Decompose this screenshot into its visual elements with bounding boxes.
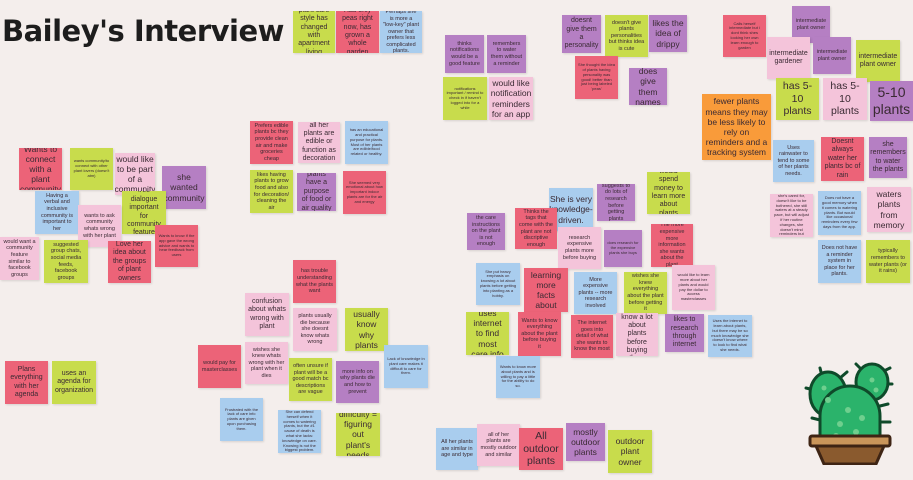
sticky-note[interactable]: should know a lot about plants before bu… xyxy=(616,313,658,356)
sticky-note[interactable]: research expensive plants more before bu… xyxy=(558,227,601,269)
sticky-note[interactable]: Uses rainwater to tend to some of her pl… xyxy=(773,140,814,182)
sticky-note[interactable]: Has only peas right now, has grown a who… xyxy=(336,11,379,53)
potted-cactus-icon xyxy=(804,362,894,465)
sticky-note[interactable]: intermediate plant owner xyxy=(792,6,830,43)
sticky-note[interactable]: likes to research through internet xyxy=(665,314,704,352)
sticky-note[interactable]: Wants to connect with a plant community xyxy=(19,148,62,190)
sticky-note[interactable]: Wants to know more about plants and is w… xyxy=(496,356,540,398)
sticky-note[interactable]: doesnt give them a personality xyxy=(562,15,601,53)
sticky-note[interactable]: remembers to water them without a remind… xyxy=(487,35,526,73)
sticky-note[interactable]: All her plants are similar in age and ty… xyxy=(436,428,478,470)
sticky-note[interactable]: all her plants are edible or function as… xyxy=(298,122,340,163)
sticky-note[interactable]: Wants to know if the app gave the wrong … xyxy=(155,225,198,267)
sticky-note[interactable]: uses an agenda for organization xyxy=(52,361,96,404)
sticky-note[interactable]: would like to be part of a community xyxy=(115,153,155,195)
sticky-note[interactable]: She can defend herself when it comes to … xyxy=(278,410,321,453)
sticky-note[interactable]: Thinks the tags that come with the plant… xyxy=(515,208,557,249)
sticky-note[interactable]: Perhaps she is more a "low-key" plant ow… xyxy=(380,11,422,53)
sticky-note[interactable]: suggests to do lots of research before g… xyxy=(597,184,635,221)
sticky-note[interactable]: mostly outdoor plants xyxy=(566,423,605,461)
sticky-note[interactable]: has trouble understanding what the plant… xyxy=(293,260,336,303)
sticky-note[interactable]: wants community/to connect with other pl… xyxy=(70,148,113,190)
sticky-note[interactable]: plants have a purpose of food or air qua… xyxy=(297,173,336,211)
sticky-note[interactable]: Frustrated with the lack of care info pl… xyxy=(220,398,263,441)
sticky-note[interactable]: outdoor plant owner xyxy=(608,430,652,473)
sticky-note[interactable]: waters plants from memory xyxy=(867,187,911,232)
sticky-note[interactable]: She seemed very emotional about how impo… xyxy=(343,171,386,214)
sticky-note[interactable]: wants to ask community whats wrong with … xyxy=(78,205,121,247)
sticky-note[interactable]: fewer plants means they may be less like… xyxy=(702,94,771,160)
sticky-note[interactable]: The internet goes into detail of what sh… xyxy=(571,315,613,358)
sticky-note[interactable]: has 5-10 plants xyxy=(776,78,819,120)
board-title: Bailey's Interview xyxy=(2,14,284,48)
sticky-note[interactable]: Calls herself intermediate but i dont th… xyxy=(723,15,766,57)
sticky-note[interactable]: plant care style has changed with apartm… xyxy=(293,11,335,53)
sticky-note[interactable]: likes the idea of drippy xyxy=(649,15,687,52)
sticky-note[interactable]: wishes she knew everything about the pla… xyxy=(624,272,667,314)
sticky-note[interactable]: intermediate plant owner xyxy=(856,40,900,82)
sticky-note[interactable]: wishes she knew whats wrong with her pla… xyxy=(245,342,288,384)
sticky-note[interactable]: the care instructions on the plant is no… xyxy=(467,213,505,250)
sticky-note[interactable]: all of her plants are mostly outdoor and… xyxy=(477,424,520,466)
sticky-note[interactable]: plants usually die because she doesnt kn… xyxy=(293,308,337,351)
sticky-note[interactable]: Doesnt always water her plants bc of rai… xyxy=(821,137,864,181)
sticky-note[interactable]: More expensive plants -- more research i… xyxy=(574,272,617,314)
sticky-note[interactable]: Plans everything with her agenda xyxy=(5,361,48,404)
sticky-note[interactable]: would like notification reminders for an… xyxy=(489,77,533,120)
sticky-note[interactable]: likes having plants to grow food and als… xyxy=(250,170,293,213)
sticky-note[interactable]: Prefers edible plants bc they provide cl… xyxy=(250,121,293,164)
sticky-note[interactable]: uses internet to find most care info xyxy=(466,312,509,355)
sticky-note[interactable]: All outdoor plants xyxy=(519,428,563,470)
sticky-note[interactable]: Having a verbal and inclusive community … xyxy=(35,191,79,234)
sticky-note[interactable]: would spend money to learn more about pl… xyxy=(647,172,690,214)
sticky-note[interactable]: Wants to know everything about the plant… xyxy=(518,312,561,356)
sticky-note[interactable]: would like to learn more about her plant… xyxy=(672,265,715,310)
sticky-note[interactable]: has 5-10 plants xyxy=(823,78,867,120)
sticky-note[interactable]: intermediate gardener xyxy=(767,37,810,79)
sticky-note[interactable]: more info on why plants die and how to p… xyxy=(336,361,379,403)
sticky-note[interactable]: often unsure if plant will be a good mat… xyxy=(289,358,332,401)
sticky-note[interactable]: does research for the expensive plants s… xyxy=(604,230,642,267)
sticky-note[interactable]: Does not have a reminder system in place… xyxy=(818,240,861,283)
sticky-note[interactable]: typically remembers to water plants (or … xyxy=(866,240,910,283)
sticky-note[interactable]: She thought the idea of plants having pe… xyxy=(575,56,618,99)
sticky-note[interactable]: Does not have a good memory when it come… xyxy=(818,191,861,235)
sticky-note[interactable]: has an educational and practical purpose… xyxy=(345,121,388,164)
sticky-note[interactable]: thinks notifications would be a good fea… xyxy=(445,35,484,73)
sticky-note[interactable]: Love her idea about the groups of plant … xyxy=(108,241,151,283)
sticky-note[interactable]: she wanted community xyxy=(162,166,206,209)
sticky-note[interactable]: doesn't give plants personalities but th… xyxy=(605,15,648,57)
sticky-note[interactable]: Usually feels like she's cared for, does… xyxy=(770,194,813,237)
sticky-note[interactable]: doesn't usually know why plants died xyxy=(345,308,388,351)
sticky-note[interactable]: difficulty = figuring out plant's needs xyxy=(336,413,380,456)
sticky-note[interactable]: suggested group chats, social media feed… xyxy=(44,240,88,283)
sticky-note[interactable]: intermediate plant owner xyxy=(813,37,851,74)
sticky-note[interactable]: Loves learning more facts about plants xyxy=(524,268,568,312)
sticky-note[interactable]: 5-10 plants xyxy=(870,81,913,121)
sticky-note[interactable]: does give them names xyxy=(629,68,667,105)
sticky-note[interactable]: notifications important / remind to chec… xyxy=(443,77,487,120)
sticky-note[interactable]: confusion about whats wrong with plant xyxy=(245,293,289,336)
sticky-note[interactable]: Lack of knowledge in plant care makes it… xyxy=(384,345,428,388)
sticky-note[interactable]: She put heavy emphasis on knowing a lot … xyxy=(476,263,520,305)
sticky-note[interactable]: Uses the internet to learn about plants,… xyxy=(708,315,752,357)
sticky-note[interactable]: she remembers to water the plants xyxy=(869,137,907,178)
sticky-note[interactable]: would want a community feature similar t… xyxy=(0,237,39,280)
sticky-note[interactable]: The more expensive more information she … xyxy=(651,224,693,267)
sticky-note[interactable]: would pay for masterclasses xyxy=(198,345,241,388)
